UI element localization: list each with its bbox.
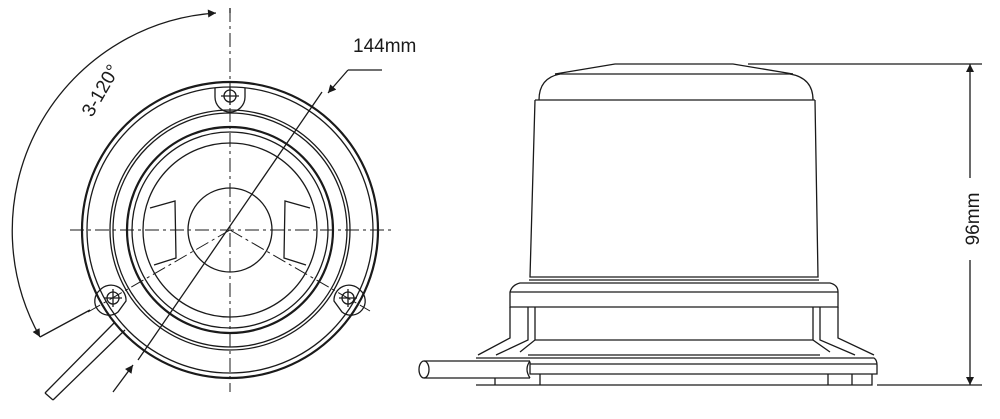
height-dimension: 96mm (748, 63, 984, 386)
lens-body (529, 99, 819, 281)
base-ring (509, 282, 839, 308)
side-view: 96mm (418, 63, 984, 386)
height-label: 96mm (963, 193, 984, 246)
angle-label: 3-120° (78, 61, 124, 120)
magnetic-base (476, 357, 878, 386)
cable (44, 321, 126, 401)
top-view: 3-120° 144mm (11, 8, 416, 401)
diameter-dimension: 144mm (112, 36, 416, 393)
dome (535, 63, 815, 101)
diameter-label: 144mm (353, 36, 416, 57)
side-cable (418, 360, 531, 379)
angle-dimension: 3-120° (11, 8, 231, 338)
mount-legs (477, 307, 875, 356)
